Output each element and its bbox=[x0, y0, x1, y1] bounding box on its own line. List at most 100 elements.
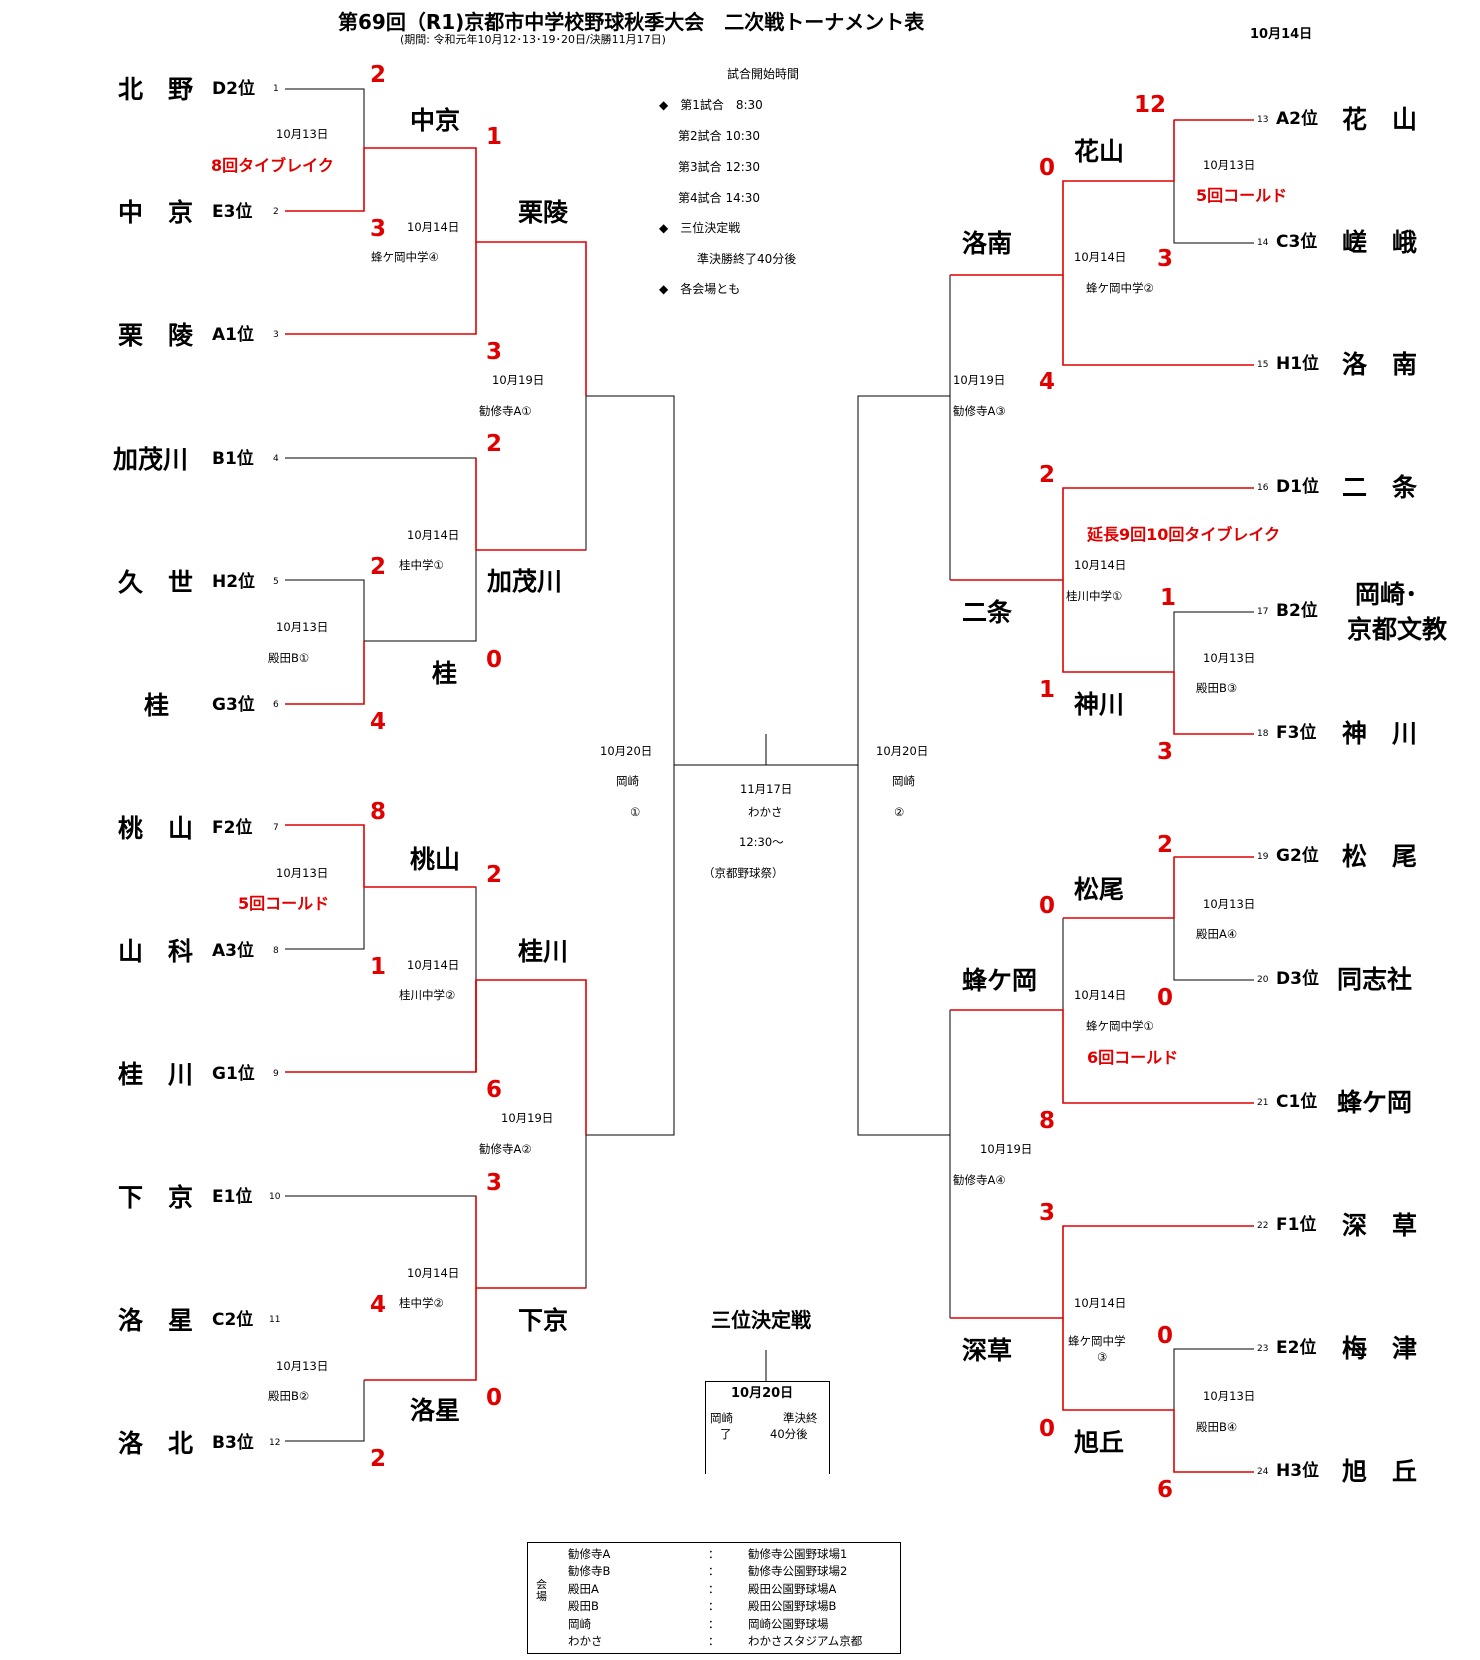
schedule-line: ◆ 第1試合 8:30 bbox=[659, 98, 763, 112]
third-place-time: 40分後 bbox=[770, 1427, 808, 1441]
schedule-line: 第3試合 12:30 bbox=[678, 160, 761, 174]
team-seed: 10 bbox=[269, 1192, 281, 1202]
team-seed: 13 bbox=[1257, 115, 1269, 125]
game-venue: 勧修寺A① bbox=[479, 404, 532, 418]
team-rank: G3位 bbox=[212, 695, 255, 715]
game-venue: 蜂ケ岡中学④ bbox=[371, 250, 439, 264]
game-venue: 勧修寺A④ bbox=[953, 1173, 1006, 1187]
third-place-time: 準決終 bbox=[783, 1411, 818, 1425]
venue-abbr: 殿田B bbox=[568, 1599, 599, 1613]
team-name: 梅 津 bbox=[1342, 1334, 1418, 1363]
game-venue: ③ bbox=[1097, 1350, 1108, 1364]
team-name: 洛 北 bbox=[118, 1429, 194, 1458]
winner-label: 桂 bbox=[432, 659, 458, 688]
game-venue: 桂川中学② bbox=[399, 988, 456, 1002]
venue-sep: ： bbox=[708, 1617, 720, 1631]
venue-full: 勧修寺公園野球場2 bbox=[748, 1564, 848, 1578]
team-seed: 15 bbox=[1257, 360, 1269, 370]
third-place-label: 三位決定戦 bbox=[711, 1308, 811, 1332]
game-note: 延長9回10回タイブレイク bbox=[1087, 525, 1281, 544]
game-venue: 殿田B① bbox=[268, 651, 310, 665]
score: 2 bbox=[486, 862, 503, 888]
team-seed: 8 bbox=[273, 946, 279, 956]
team-name: 松 尾 bbox=[1342, 842, 1418, 871]
score: 6 bbox=[486, 1077, 503, 1103]
venue-full: 殿田公園野球場B bbox=[748, 1599, 837, 1613]
game-date: 10月13日 bbox=[276, 1359, 329, 1373]
score: 1 bbox=[1039, 677, 1056, 703]
score: 1 bbox=[486, 124, 503, 150]
score: 2 bbox=[370, 1446, 387, 1472]
team-rank: F2位 bbox=[212, 818, 253, 838]
schedule-line: ◆ 各会場とも bbox=[659, 282, 741, 296]
venue-full: 殿田公園野球場A bbox=[748, 1582, 837, 1596]
game-note: 8回タイブレイク bbox=[211, 156, 334, 175]
score: 0 bbox=[486, 647, 503, 673]
game-venue: 勧修寺A② bbox=[479, 1142, 532, 1156]
winner-label: 加茂川 bbox=[487, 567, 563, 596]
team-name: 岡崎･ bbox=[1355, 580, 1418, 609]
third-place-time: 了 bbox=[720, 1427, 732, 1441]
team-seed: 11 bbox=[269, 1315, 281, 1325]
team-seed: 14 bbox=[1257, 238, 1269, 248]
winner-label: 桂川 bbox=[518, 937, 569, 966]
game-venue: 桂中学② bbox=[399, 1296, 444, 1310]
page-title: 第69回（R1)京都市中学校野球秋季大会 二次戦トーナメント表 bbox=[338, 10, 925, 34]
winner-label: 洛星 bbox=[410, 1396, 461, 1425]
winner-label: 花山 bbox=[1074, 137, 1125, 166]
team-name: 二 条 bbox=[1342, 473, 1418, 502]
game-venue: 蜂ケ岡中学 bbox=[1068, 1334, 1126, 1348]
venue-sep: ： bbox=[708, 1547, 720, 1561]
score: 8 bbox=[370, 799, 387, 825]
score: 4 bbox=[370, 1292, 387, 1318]
semi-date: 10月20日 bbox=[600, 744, 653, 758]
semi-number: ② bbox=[894, 805, 905, 819]
score: 0 bbox=[1039, 155, 1056, 181]
score: 0 bbox=[1039, 893, 1056, 919]
team-seed: 2 bbox=[273, 207, 279, 217]
game-venue: 勧修寺A③ bbox=[953, 404, 1006, 418]
third-place-box bbox=[705, 1381, 830, 1474]
schedule-line: ◆ 三位決定戦 bbox=[659, 221, 741, 235]
score: 4 bbox=[370, 709, 387, 735]
venue-full: わかさスタジアム京都 bbox=[748, 1634, 863, 1648]
team-seed: 18 bbox=[1257, 729, 1269, 739]
game-venue: 蜂ケ岡中学① bbox=[1086, 1019, 1154, 1033]
team-rank: C3位 bbox=[1276, 232, 1318, 252]
score: 3 bbox=[1157, 739, 1174, 765]
score: 0 bbox=[1157, 985, 1174, 1011]
game-venue: 殿田A④ bbox=[1196, 927, 1238, 941]
team-name: 神 川 bbox=[1342, 719, 1418, 748]
team-name: 桂 bbox=[144, 691, 170, 720]
game-date: 10月13日 bbox=[1203, 158, 1256, 172]
third-place-venue: 岡崎 bbox=[710, 1411, 733, 1425]
team-rank: H2位 bbox=[212, 572, 256, 592]
winner-label: 桃山 bbox=[410, 845, 461, 874]
team-seed: 4 bbox=[273, 454, 279, 464]
team-rank: B3位 bbox=[212, 1433, 254, 1453]
team-name: 山 科 bbox=[118, 937, 194, 966]
schedule-line: 第2試合 10:30 bbox=[678, 129, 761, 143]
team-rank: B1位 bbox=[212, 449, 254, 469]
score: 2 bbox=[370, 62, 387, 88]
game-venue: 桂中学① bbox=[399, 558, 444, 572]
team-name: 洛 星 bbox=[118, 1306, 194, 1335]
final-time: 12:30〜 bbox=[739, 835, 784, 849]
team-name: 花 山 bbox=[1342, 105, 1418, 134]
score: 1 bbox=[1160, 585, 1177, 611]
game-date: 10月19日 bbox=[953, 373, 1006, 387]
team-name: 久 世 bbox=[118, 568, 194, 597]
score: 0 bbox=[486, 1385, 503, 1411]
game-date: 10月13日 bbox=[1203, 1389, 1256, 1403]
game-date: 10月13日 bbox=[1203, 897, 1256, 911]
score: 12 bbox=[1134, 92, 1167, 118]
game-date: 10月14日 bbox=[407, 1266, 460, 1280]
game-date: 10月14日 bbox=[407, 528, 460, 542]
winner-label: 松尾 bbox=[1074, 875, 1125, 904]
game-venue: 殿田B④ bbox=[1196, 1420, 1238, 1434]
venue-full: 岡崎公園野球場 bbox=[748, 1617, 829, 1631]
score: 3 bbox=[370, 216, 387, 242]
semi-date: 10月20日 bbox=[876, 744, 929, 758]
team-seed: 23 bbox=[1257, 1344, 1269, 1354]
game-note: 5回コールド bbox=[1196, 186, 1288, 205]
